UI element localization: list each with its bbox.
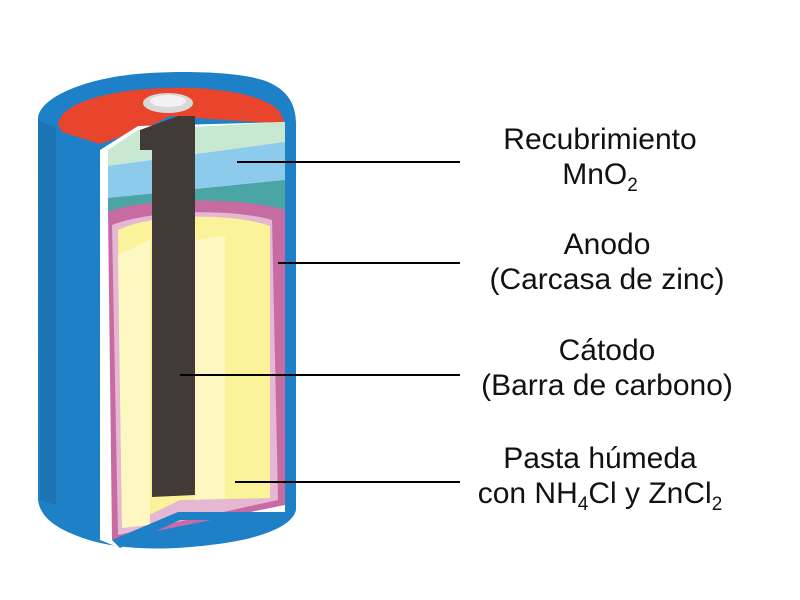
- label-paste-part-a: con NH: [477, 477, 578, 510]
- label-paste-line2: con NH4Cl y ZnCl2: [455, 476, 745, 514]
- paste-highlight-2: [195, 236, 225, 500]
- label-coating-subscript: 2: [627, 175, 638, 196]
- label-anode: Anodo (Carcasa de zinc): [462, 227, 752, 297]
- label-paste: Pasta húmeda con NH4Cl y ZnCl2: [455, 441, 745, 514]
- casing-bottom: [112, 512, 285, 548]
- top-seal: [58, 87, 285, 144]
- label-paste-subscript-1: 4: [577, 494, 589, 515]
- label-anode-line1: Anodo: [563, 228, 651, 261]
- label-coating-line1: Recubrimiento: [503, 123, 697, 156]
- label-coating-line2: MnO2: [455, 157, 745, 195]
- label-cathode-line1: Cátodo: [558, 334, 656, 367]
- label-coating: Recubrimiento MnO2: [455, 122, 745, 195]
- cap-top: [150, 95, 186, 107]
- carbon-rod: [140, 116, 195, 497]
- label-paste-line1: Pasta húmeda: [503, 442, 697, 475]
- paste-highlight: [118, 240, 150, 528]
- label-paste-part-b: Cl y ZnCl: [588, 477, 712, 510]
- label-paste-subscript-2: 2: [711, 494, 723, 515]
- label-cathode: Cátodo (Barra de carbono): [462, 333, 752, 403]
- label-coating-formula: MnO: [562, 158, 628, 191]
- casing-shade: [38, 120, 56, 505]
- label-anode-line2: (Carcasa de zinc): [489, 263, 725, 296]
- label-cathode-line2: (Barra de carbono): [481, 369, 733, 402]
